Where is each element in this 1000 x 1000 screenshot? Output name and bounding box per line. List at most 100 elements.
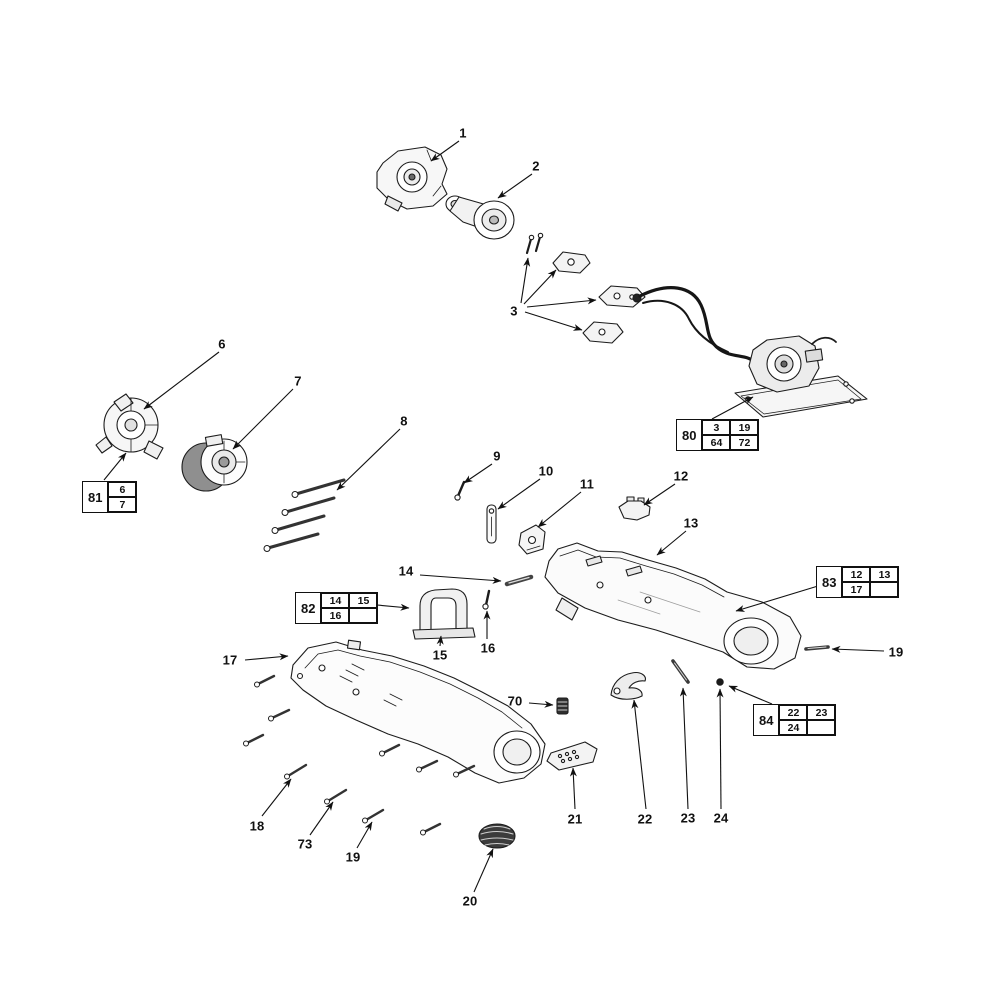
part-24-ball [716, 678, 724, 686]
leader-3a [520, 257, 531, 304]
ref-box-83-cell: 17 [842, 582, 871, 597]
ref-box-84-id: 84 [754, 705, 780, 735]
leader-15 [436, 635, 444, 647]
leader-3c [526, 297, 597, 308]
leader-2 [497, 173, 533, 199]
ref-box-81: 81 6 7 [82, 481, 138, 513]
callout-22: 22 [637, 811, 653, 827]
callout-1: 1 [459, 125, 467, 141]
ref-box-82: 82 14 15 16 [295, 592, 379, 624]
callout-23: 23 [680, 810, 696, 826]
leader-6 [143, 351, 220, 410]
callout-24: 24 [713, 810, 729, 826]
leader-12 [643, 483, 676, 506]
callout-9: 9 [493, 448, 501, 464]
ref-box-82-cell: 16 [321, 608, 350, 623]
ref-box-84-cell: 24 [779, 720, 808, 735]
leader-3d [524, 311, 583, 331]
callout-12: 12 [673, 468, 689, 484]
ref-box-80-cell: 3 [702, 420, 731, 435]
callout-11: 11 [579, 476, 595, 492]
part-15-handle [412, 588, 476, 640]
ref-box-82-cell: 14 [321, 593, 350, 608]
leader-box84 [728, 685, 773, 705]
callout-73: 73 [297, 836, 313, 852]
part-16-screw [482, 589, 491, 610]
part-9-screw [454, 480, 466, 501]
leader-20 [473, 848, 494, 893]
leader-22 [631, 699, 647, 810]
callout-17: 17 [222, 652, 238, 668]
ref-box-81-cell: 7 [108, 497, 137, 512]
ref-box-84-cell: 23 [807, 705, 836, 720]
ref-box-82-cell [349, 608, 378, 623]
ref-box-80-cell: 19 [730, 420, 759, 435]
leader-10 [497, 478, 541, 510]
callout-8: 8 [400, 413, 408, 429]
callout-18: 18 [249, 818, 265, 834]
ref-box-83-cell: 12 [842, 567, 871, 582]
leader-18 [261, 778, 292, 817]
leader-box81 [103, 452, 127, 481]
part-6-end-cap [95, 393, 164, 460]
part-21-plate [546, 741, 598, 771]
callout-16: 16 [480, 640, 496, 656]
callout-2: 2 [532, 158, 540, 174]
small-screws-group [243, 674, 476, 836]
leader-7 [232, 388, 294, 450]
callout-13: 13 [683, 515, 699, 531]
ref-box-81-cell: 6 [108, 482, 137, 497]
part-7-fan-baffle [181, 434, 248, 492]
ref-box-80-cell: 72 [730, 435, 759, 450]
callout-15: 15 [432, 647, 448, 663]
part-23-pin [671, 659, 690, 684]
ref-box-84: 84 22 23 24 [753, 704, 837, 736]
leader-14 [419, 574, 502, 584]
leader-box80 [711, 396, 754, 420]
ref-box-84-cell: 22 [779, 705, 808, 720]
leader-9 [463, 463, 493, 484]
callout-19-bottom: 19 [345, 849, 361, 865]
part-20-knob [478, 823, 516, 849]
callout-14: 14 [398, 563, 414, 579]
callout-20: 20 [462, 893, 478, 909]
part-3-hardware-cluster [525, 232, 646, 344]
part-10-strip [486, 504, 497, 544]
part-1-housing [376, 146, 448, 212]
leader-1 [430, 140, 460, 162]
callout-3: 3 [510, 303, 518, 319]
ref-box-83-id: 83 [817, 567, 843, 597]
part-13-gear-case [544, 542, 802, 670]
leader-24 [716, 688, 724, 810]
callout-21: 21 [567, 811, 583, 827]
leader-19-bottom [356, 821, 373, 849]
leader-box83 [735, 585, 819, 612]
ref-box-83-cell [870, 582, 899, 597]
part-22-lever [610, 672, 646, 700]
leader-8 [336, 428, 401, 491]
callout-19-right: 19 [888, 644, 904, 660]
leader-23 [679, 687, 689, 810]
ref-box-81-id: 81 [83, 482, 109, 512]
leader-17 [244, 653, 289, 661]
ref-box-80-cell: 64 [702, 435, 731, 450]
part-12-clip [618, 496, 651, 521]
callout-10: 10 [538, 463, 554, 479]
leader-lines [103, 140, 885, 893]
leader-73 [309, 801, 334, 836]
callout-70: 70 [507, 693, 523, 709]
ref-box-80: 80 3 19 64 72 [676, 419, 760, 451]
leader-70 [528, 700, 554, 708]
part-70-block [556, 697, 569, 715]
wire-and-motor-assembly [632, 286, 868, 418]
callout-6: 6 [218, 336, 226, 352]
leader-13 [656, 530, 687, 556]
callout-7: 7 [294, 373, 302, 389]
part-17-front-housing [290, 639, 546, 784]
ref-box-82-id: 82 [296, 593, 322, 623]
part-19-pin-right [804, 645, 830, 651]
ref-box-84-cell [807, 720, 836, 735]
part-11-bracket [518, 524, 546, 555]
ref-box-80-id: 80 [677, 420, 703, 450]
